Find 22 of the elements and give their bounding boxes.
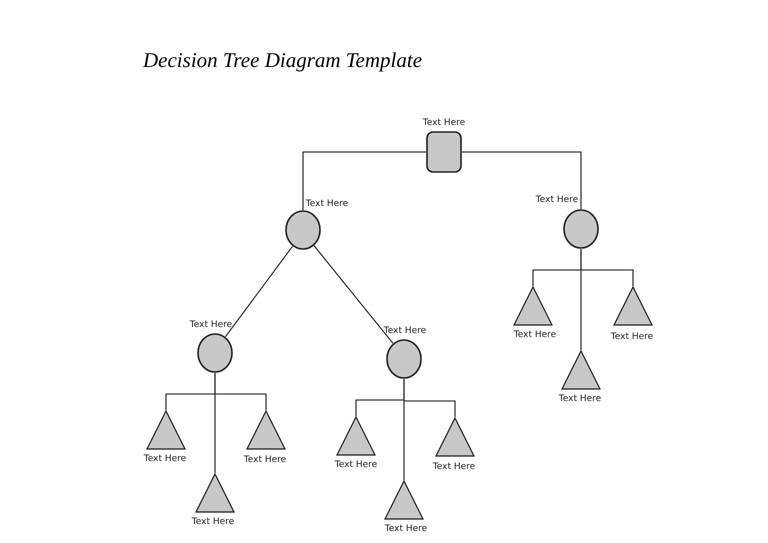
node-caption: Text Here	[244, 455, 286, 465]
node-caption: Text Here	[334, 460, 378, 470]
node-caption: Text Here	[384, 524, 428, 534]
node-caption: Text Here	[610, 332, 654, 342]
node-caption: Text Here	[190, 320, 232, 330]
node-caption: Text Here	[558, 394, 602, 404]
diagram-title: Decision Tree Diagram Template	[143, 48, 422, 73]
node-caption: Text Here	[192, 517, 234, 527]
connector-line	[302, 151, 426, 210]
node-caption: Text Here	[144, 454, 186, 464]
connector-line	[225, 246, 293, 338]
connector-line	[580, 249, 582, 350]
node-caption: Text Here	[514, 330, 556, 340]
connector-line	[462, 151, 582, 209]
node-caption: Text Here	[536, 195, 578, 205]
connector-line	[403, 379, 405, 480]
node-caption: Text Here	[384, 326, 426, 336]
node-caption: Text Here	[432, 462, 476, 472]
connector-line	[214, 373, 216, 473]
connector-line	[314, 245, 394, 344]
node-caption: Text Here	[422, 118, 466, 128]
node-caption: Text Here	[306, 199, 348, 209]
